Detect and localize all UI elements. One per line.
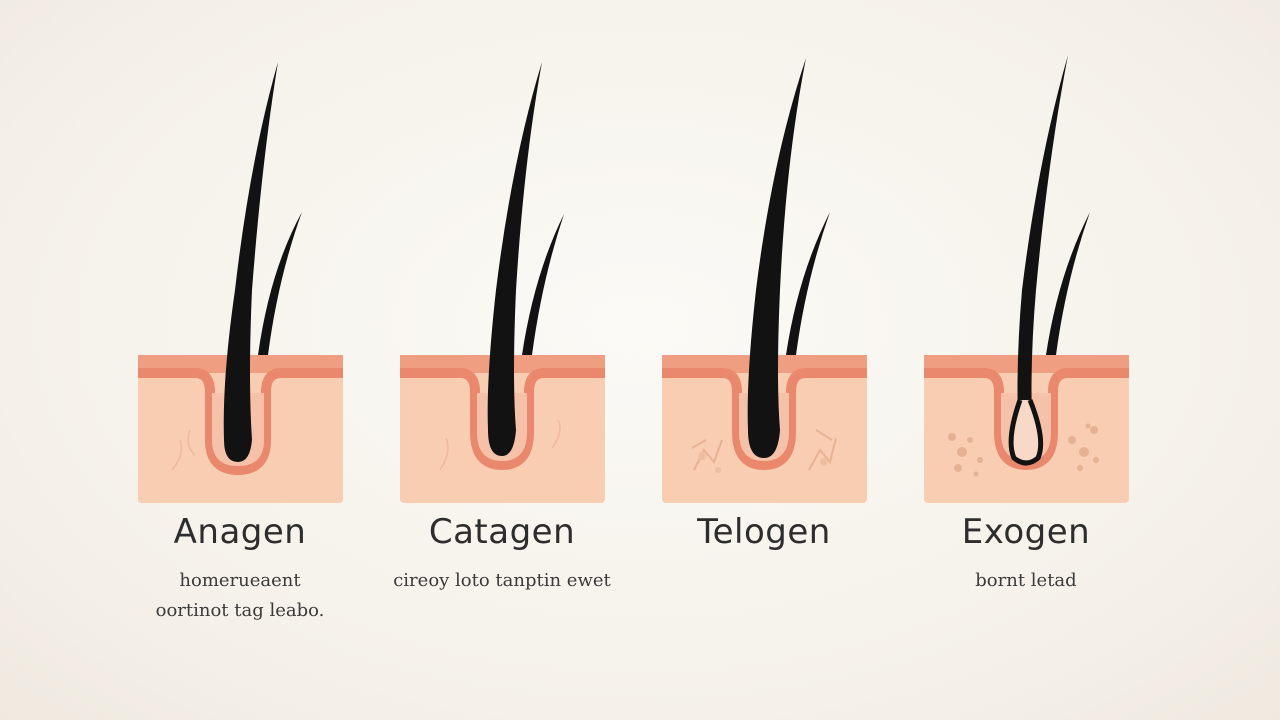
- hair-strand-secondary: [1046, 212, 1090, 355]
- stage-anagen: Anagen homerueaent oortinot tag leabo.: [110, 0, 370, 720]
- telogen-follicle-illustration: [662, 58, 867, 503]
- stage-description-line: oortinot tag leabo.: [155, 600, 325, 621]
- hair-strand-secondary: [258, 212, 302, 355]
- stage-telogen: Telogen: [634, 0, 894, 720]
- stage-title-telogen: Telogen: [697, 512, 831, 552]
- stage-title-catagen: Catagen: [428, 512, 576, 552]
- hair-strand-main: [1017, 55, 1068, 420]
- stage-title-anagen: Anagen: [173, 512, 307, 552]
- exogen-follicle-illustration: [924, 55, 1129, 503]
- stage-catagen: Catagen cireoy loto tanptin ewet: [372, 0, 632, 720]
- hair-strand-main: [747, 58, 806, 458]
- stage-description-anagen: homerueaent oortinot tag leabo.: [110, 566, 370, 626]
- stage-description-line: cireoy loto tanptin ewet: [393, 570, 611, 591]
- stage-title-exogen: Exogen: [961, 512, 1091, 552]
- hair-strand-main: [223, 62, 278, 462]
- catagen-follicle-illustration: [400, 62, 605, 503]
- cell-debris: [691, 429, 837, 471]
- stage-description-catagen: cireoy loto tanptin ewet: [372, 566, 632, 596]
- hair-club-bulb: [1008, 399, 1044, 466]
- stage-description-line: homerueaent: [179, 570, 301, 591]
- cell-debris: [948, 423, 1099, 477]
- hair-strand-secondary: [786, 212, 830, 355]
- hair-strand-secondary: [522, 214, 564, 355]
- stage-description-line: bornt letad: [975, 570, 1077, 591]
- stage-exogen: Exogen bornt letad: [896, 0, 1156, 720]
- anagen-follicle-illustration: [138, 62, 343, 503]
- follicle-outline: [138, 368, 343, 476]
- follicle-outline: [662, 368, 867, 471]
- hair-strand-main: [487, 62, 542, 456]
- follicle-outline: [400, 368, 605, 471]
- stage-description-exogen: bornt letad: [896, 566, 1156, 596]
